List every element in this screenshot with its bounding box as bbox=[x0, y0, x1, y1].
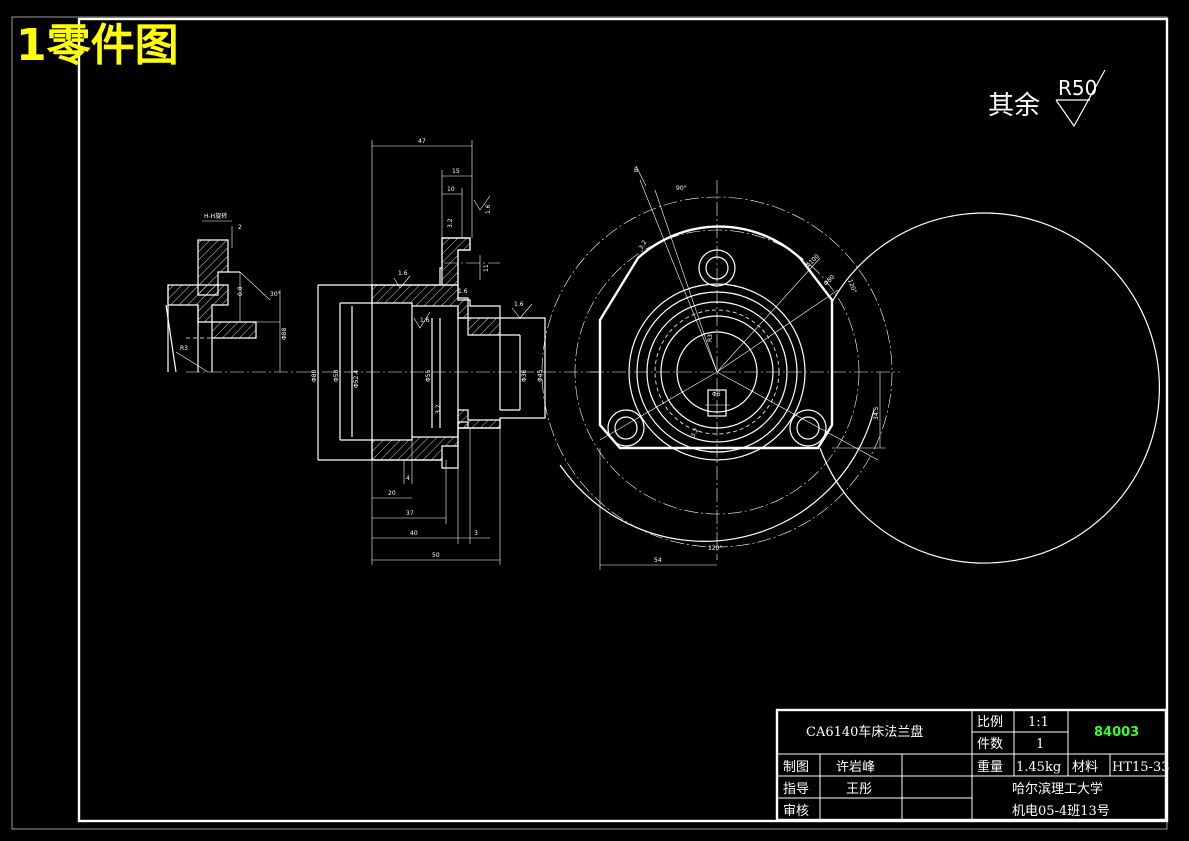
section-dia-58: Φ58 bbox=[333, 369, 340, 382]
section-hatch-flange-top bbox=[441, 237, 471, 286]
front-angle-120-bottom: 120° bbox=[708, 545, 722, 552]
section-dim-1-6-left: 1.6 bbox=[398, 270, 408, 277]
section-roughness-3-2: 3.2 bbox=[435, 404, 442, 414]
section-hatch-bottom bbox=[371, 421, 469, 461]
qty-value: 1 bbox=[1036, 737, 1044, 752]
front-angle-90: 90° bbox=[676, 185, 687, 192]
section-hatch-top bbox=[371, 284, 469, 319]
front-outline bbox=[598, 225, 834, 450]
section-dim-1-6-top: 1.6 bbox=[485, 204, 492, 214]
scale-value: 1:1 bbox=[1028, 715, 1049, 730]
section-dim-20: 20 bbox=[388, 490, 396, 497]
guide-label: 指导 bbox=[783, 782, 809, 797]
front-view: 90° 120° 120° Φ100 Φ80 34.5 54 R3 Φ6 3.2… bbox=[541, 165, 1160, 570]
title-block: CA6140车床法兰盘 比例 1:1 件数 1 84003 制图 许岩峰 指导 … bbox=[775, 708, 1169, 822]
section-dia-80: Φ80 bbox=[311, 369, 318, 382]
university: 哈尔滨理工大学 bbox=[1012, 781, 1103, 797]
section-roughness-3: 1.6 bbox=[458, 288, 468, 295]
section-hatch-shaft-bottom bbox=[457, 409, 501, 429]
roughness-note-value: R50 bbox=[1058, 76, 1097, 100]
detail-dim-08: 0.8 bbox=[237, 286, 244, 296]
section-dim-4: 4 bbox=[406, 475, 410, 482]
section-dim-3: 3 bbox=[474, 530, 478, 537]
drawn-by: 许岩峰 bbox=[836, 760, 875, 775]
detail-dim-2: 2 bbox=[238, 224, 242, 231]
detail-dim-30deg: 30° bbox=[270, 291, 281, 298]
section-dim-47: 47 bbox=[418, 138, 426, 145]
section-dia-52-4: Φ52.4 bbox=[353, 370, 360, 388]
front-dim-54: 54 bbox=[654, 557, 662, 564]
weight-value: 1.45kg bbox=[1016, 760, 1061, 775]
section-dim-11: 11 bbox=[483, 264, 490, 272]
qty-label: 件数 bbox=[977, 737, 1003, 752]
sheet-label: 1零件图 bbox=[16, 20, 179, 71]
drawing-number: 84003 bbox=[1094, 725, 1139, 740]
section-dim-10: 10 bbox=[447, 186, 455, 193]
outer-border bbox=[11, 16, 1168, 830]
front-angle-120-right: 120° bbox=[846, 278, 858, 294]
detail-hatch-lower bbox=[211, 321, 257, 339]
detail-dim-phi88: Φ88 bbox=[281, 327, 288, 340]
detail-view: H-H旋转 2 0.8 30° R3 Φ88 bbox=[165, 212, 300, 373]
section-dim-40: 40 bbox=[410, 530, 418, 537]
section-dia-36: Φ36 bbox=[521, 369, 528, 382]
class-info: 机电05-4班13号 bbox=[1012, 804, 1110, 819]
roughness-note-text: 其余 bbox=[988, 91, 1040, 121]
guide-by: 王彤 bbox=[846, 782, 872, 797]
detail-dim-r3: R3 bbox=[180, 345, 188, 352]
section-view: 47 15 10 3.2 1.6 1.6 11 1.6 1.6 1.6 3.2 … bbox=[300, 138, 600, 565]
front-dia-80: Φ80 bbox=[822, 274, 836, 288]
scale-label: 比例 bbox=[977, 715, 1003, 730]
section-hatch-shaft-top bbox=[458, 317, 501, 336]
roughness-note: 其余 R50 bbox=[988, 69, 1106, 128]
section-dim-37: 37 bbox=[406, 510, 414, 517]
section-dim-3-2-top: 3.2 bbox=[447, 218, 454, 228]
section-dim-15: 15 bbox=[452, 168, 460, 175]
inner-border bbox=[77, 17, 1169, 823]
front-dim-34-5: 34.5 bbox=[873, 406, 880, 420]
drawn-label: 制图 bbox=[783, 760, 809, 775]
svg-text:B: B bbox=[634, 167, 638, 174]
roughness-symbol bbox=[1055, 69, 1106, 128]
check-label: 审核 bbox=[783, 804, 809, 819]
section-dia-55: Φ55 bbox=[425, 369, 432, 382]
material-label: 材料 bbox=[1072, 760, 1098, 775]
section-dia-45: Φ45 bbox=[537, 369, 544, 382]
front-dim-phi6: Φ6 bbox=[712, 391, 721, 398]
front-dim-3-2-inner: 3.2 bbox=[690, 427, 701, 439]
material-value: HT15-33 bbox=[1112, 760, 1169, 775]
part-name: CA6140车床法兰盘 bbox=[806, 724, 923, 740]
weight-label: 重量 bbox=[977, 759, 1003, 775]
section-dim-50: 50 bbox=[432, 552, 440, 559]
section-roughness-1: 1.6 bbox=[514, 301, 524, 308]
detail-view-label: H-H旋转 bbox=[204, 212, 227, 220]
front-dim-r3: R3 bbox=[707, 334, 714, 342]
front-dim-3-2-left: 3.2 bbox=[638, 239, 649, 251]
